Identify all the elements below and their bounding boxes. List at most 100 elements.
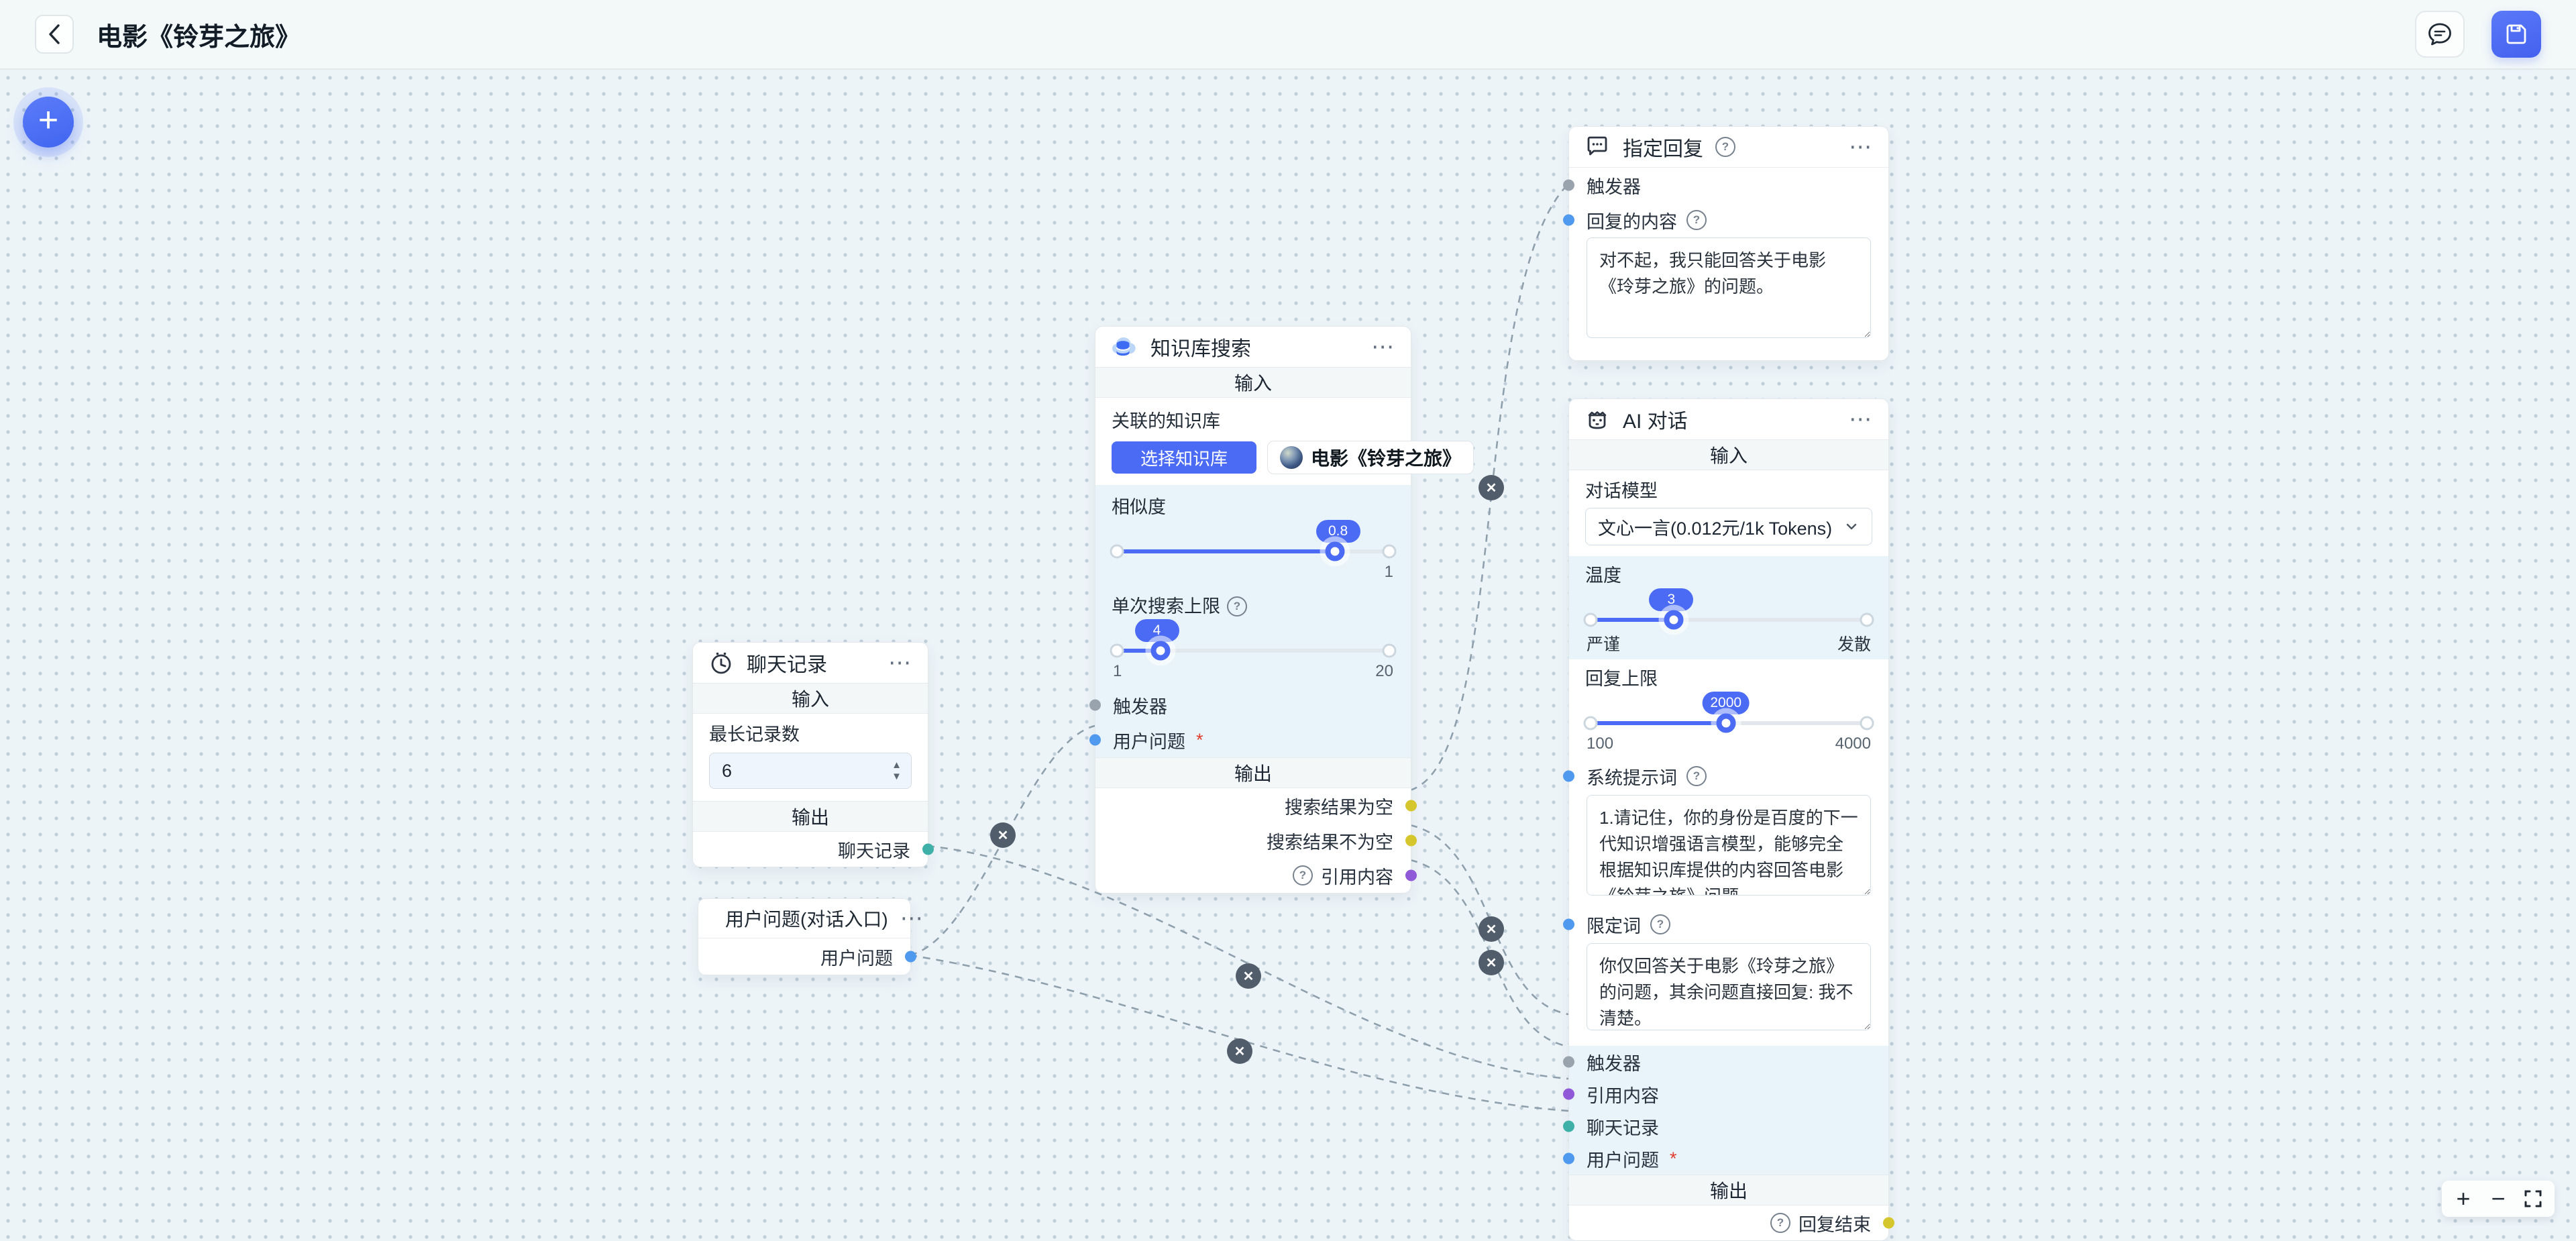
help-icon[interactable]: ?: [1293, 865, 1313, 885]
edge-delete-button[interactable]: ✕: [1227, 1038, 1252, 1064]
stepper-up-icon[interactable]: ▲: [892, 759, 902, 771]
edge-delete-button[interactable]: ✕: [1236, 963, 1261, 989]
output-section-bar: 输出: [1569, 1175, 1888, 1205]
stepper-down-icon[interactable]: ▼: [892, 771, 902, 782]
input-port-dot[interactable]: [1089, 699, 1101, 711]
kb-chip[interactable]: 电影《铃芽之旅》: [1267, 441, 1474, 474]
flow-canvas[interactable]: + 聊天记录 ⋯ 输入 最长记录数 6 ▲ ▼ 输出: [0, 70, 2576, 1241]
node-menu-button[interactable]: ⋯: [900, 906, 925, 931]
output-port-dot[interactable]: [905, 951, 916, 963]
port-label: 触发器: [1113, 696, 1167, 717]
output-port-dot[interactable]: [1405, 800, 1417, 812]
port-label: 系统提示词: [1587, 767, 1677, 788]
input-port-dot[interactable]: [1563, 1088, 1574, 1100]
slider-rail[interactable]: [1583, 610, 1874, 630]
slider-rail[interactable]: [1110, 541, 1397, 561]
reply-limit-label: 回复上限: [1585, 669, 1658, 689]
reply-content-textarea[interactable]: 对不起，我只能回答关于电影《玲芽之旅》的问题。: [1587, 237, 1871, 338]
node-ai-chat-header: AI 对话 ⋯: [1569, 399, 1888, 439]
edge-delete-button[interactable]: ✕: [1479, 916, 1504, 942]
edge-delete-button[interactable]: ✕: [1479, 950, 1504, 975]
qualifier-textarea[interactable]: 你仅回答关于电影《玲芽之旅》的问题，其余问题直接回复: 我不清楚。: [1587, 943, 1871, 1030]
input-port-dot[interactable]: [1089, 734, 1101, 746]
help-icon[interactable]: ?: [1715, 137, 1735, 157]
input-port-dot[interactable]: [1563, 1120, 1574, 1132]
model-label: 对话模型: [1585, 481, 1658, 501]
node-kb-search[interactable]: 知识库搜索 ⋯ 输入 关联的知识库 选择知识库 电影《铃芽之旅》 相似度 0.8: [1089, 326, 1474, 894]
comments-button[interactable]: [2415, 11, 2465, 58]
slider-handle[interactable]: [1716, 713, 1736, 733]
node-menu-button[interactable]: ⋯: [1849, 407, 1874, 432]
slider-max-label: 20: [1375, 662, 1393, 680]
similarity-slider: 0.8 1: [1110, 520, 1397, 582]
output-section-bar: 输出: [693, 801, 928, 832]
reply-limit-slider: 2000 100 4000: [1583, 692, 1874, 753]
node-menu-button[interactable]: ⋯: [888, 650, 913, 676]
slider-rail[interactable]: [1110, 641, 1397, 661]
slider-end-cap: [1860, 716, 1874, 731]
model-group: 对话模型 文心一言(0.012元/1k Tokens): [1569, 470, 1888, 556]
node-specified-reply[interactable]: 指定回复 ? ⋯ 触发器 回复的内容 ? 对不起，我只能回答关于电影《玲芽之旅》…: [1563, 126, 1889, 361]
save-floppy-icon: [2506, 24, 2526, 44]
max-records-label: 最长记录数: [709, 724, 800, 745]
input-port-dot[interactable]: [1563, 918, 1574, 930]
output-port-dot[interactable]: [1405, 834, 1417, 847]
port-label: 聊天记录: [1587, 1118, 1659, 1138]
model-select[interactable]: 文心一言(0.012元/1k Tokens): [1585, 508, 1872, 545]
model-value: 文心一言(0.012元/1k Tokens): [1598, 518, 1833, 539]
slider-min-label: 1: [1113, 662, 1122, 680]
back-button[interactable]: [35, 15, 74, 54]
port-row-user-question: 用户问题*: [1563, 1142, 1888, 1175]
back-chevron-icon: [49, 24, 60, 44]
slider-start-cap: [1110, 544, 1124, 559]
output-port-dot[interactable]: [922, 843, 934, 855]
required-asterisk: *: [1196, 729, 1203, 750]
node-menu-button[interactable]: ⋯: [1371, 334, 1396, 360]
port-label: 用户问题: [1587, 1150, 1659, 1171]
slider-handle[interactable]: [1664, 610, 1684, 630]
save-button[interactable]: [2491, 11, 2541, 58]
slider-start-cap: [1110, 643, 1124, 658]
input-port-dot[interactable]: [1563, 179, 1574, 191]
edge-delete-button[interactable]: ✕: [1479, 475, 1504, 500]
help-icon[interactable]: ?: [1686, 766, 1707, 786]
node-user-question[interactable]: 用户问题(对话入口) ⋯ 用户问题: [698, 898, 923, 975]
help-icon[interactable]: ?: [1686, 210, 1707, 230]
reply-limit-group: 回复上限 2000 100 4000: [1569, 659, 1888, 757]
fit-view-button[interactable]: [2518, 1184, 2548, 1213]
max-records-input[interactable]: 6 ▲ ▼: [709, 753, 912, 789]
input-port-dot[interactable]: [1563, 1152, 1574, 1165]
help-icon[interactable]: ?: [1650, 914, 1670, 934]
topbar: 电影《铃芽之旅》: [0, 0, 2576, 70]
help-icon[interactable]: ?: [1770, 1213, 1790, 1233]
output-port-dot[interactable]: [1405, 869, 1417, 881]
node-user-question-header: 用户问题(对话入口) ⋯: [698, 899, 923, 938]
edge-delete-button[interactable]: ✕: [990, 822, 1016, 848]
slider-handle[interactable]: [1325, 541, 1345, 561]
port-row-reply-content: 回复的内容 ?: [1563, 203, 1888, 237]
output-port-dot[interactable]: [1883, 1217, 1894, 1229]
node-chat-history[interactable]: 聊天记录 ⋯ 输入 最长记录数 6 ▲ ▼ 输出 聊天记录: [692, 642, 934, 867]
help-icon[interactable]: ?: [1227, 596, 1247, 616]
system-prompt-group: 系统提示词 ? 1.请记住，你的身份是百度的下一代知识增强语言模型，能够完全根据…: [1563, 757, 1888, 910]
search-limit-slider: 4 1 20: [1110, 619, 1397, 681]
input-port-dot[interactable]: [1563, 770, 1574, 782]
system-prompt-textarea[interactable]: 1.请记住，你的身份是百度的下一代知识增强语言模型，能够完全根据知识库提供的内容…: [1587, 795, 1871, 896]
zoom-out-button[interactable]: −: [2483, 1184, 2513, 1213]
slider-rail[interactable]: [1583, 713, 1874, 733]
node-ai-chat[interactable]: AI 对话 ⋯ 输入 对话模型 文心一言(0.012元/1k Tokens) 温…: [1563, 398, 1894, 1241]
slider-value-badge: 4: [1134, 619, 1179, 642]
zoom-in-button[interactable]: +: [2449, 1184, 2478, 1213]
input-port-dot[interactable]: [1563, 1056, 1574, 1068]
add-node-button[interactable]: +: [23, 97, 74, 148]
input-port-dot[interactable]: [1563, 214, 1574, 226]
slider-handle[interactable]: [1150, 641, 1171, 661]
reply-bubble-icon: [1587, 136, 1607, 156]
chevron-down-icon: [1846, 523, 1857, 530]
slider-min-label: 100: [1587, 735, 1614, 753]
port-row-reply-end: ? 回复结束: [1569, 1205, 1894, 1240]
port-row-user-question: 用户问题*: [1089, 722, 1411, 757]
node-menu-button[interactable]: ⋯: [1849, 134, 1874, 160]
select-kb-button[interactable]: 选择知识库: [1112, 441, 1256, 474]
port-label: 用户问题: [820, 948, 893, 969]
